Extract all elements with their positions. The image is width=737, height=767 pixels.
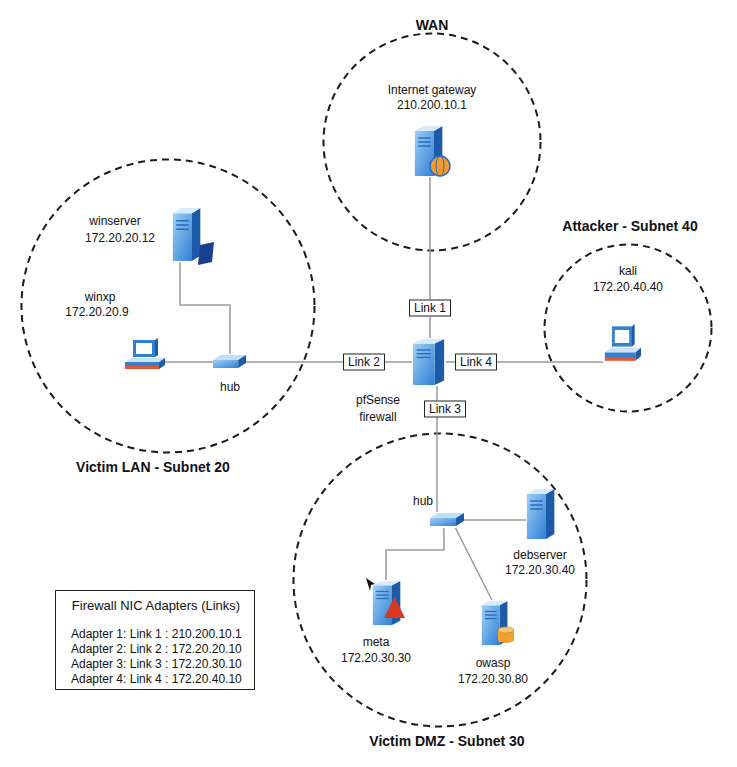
- cursor-arrow: [366, 578, 375, 591]
- node-name: pfSense firewall: [342, 392, 414, 426]
- node-detail: Adapter 3: Link 3 : 172.20.30.10: [71, 657, 251, 671]
- windows-flag: [198, 242, 214, 265]
- globe-meridian: [436, 156, 444, 176]
- node-detail: Adapter 1: Link 1 : 210.200.10.1: [71, 627, 251, 641]
- network-link: [456, 528, 492, 600]
- globe: [430, 156, 450, 176]
- network-link: [446, 361, 603, 363]
- network-link: [180, 262, 230, 354]
- node-name: Victim DMZ - Subnet 30: [337, 733, 557, 750]
- network-link: [165, 361, 213, 363]
- node-name: debserver: [495, 548, 585, 562]
- subnet-boundary: [294, 434, 587, 727]
- network-link: [386, 528, 444, 580]
- node-detail: 172.20.30.30: [331, 651, 421, 665]
- node-name: kali: [583, 264, 673, 278]
- lan-hub-icon: [213, 355, 246, 368]
- node-name: hub: [210, 380, 250, 394]
- adapter-table-box: Firewall NIC Adapters (Links) Adapter 1: …: [55, 590, 255, 690]
- node-detail: 172.20.20.9: [57, 305, 137, 319]
- database-bottom: [498, 637, 514, 643]
- link-label: Link 3: [424, 401, 466, 418]
- subnet-boundary: [324, 34, 541, 251]
- kali-icon: [605, 324, 641, 361]
- subnet-boundary: [545, 245, 712, 412]
- database-top: [498, 627, 514, 633]
- node-name: Victim LAN - Subnet 20: [43, 459, 263, 476]
- winxp-icon: [125, 338, 165, 369]
- subnet-boundary: [22, 160, 315, 453]
- node-name: meta: [331, 635, 421, 649]
- server-tower: [413, 339, 444, 385]
- server-tower: [527, 489, 555, 539]
- firewall-icon: [413, 339, 444, 385]
- node-detail: 172.20.20.12: [75, 231, 165, 245]
- network-link: [429, 177, 431, 338]
- node-name: Internet gateway: [372, 83, 492, 97]
- network-link: [246, 361, 412, 363]
- workstation: [605, 324, 641, 361]
- node-name: owasp: [448, 656, 538, 670]
- meta-icon: [366, 578, 405, 625]
- node-detail: 172.20.30.80: [448, 672, 538, 686]
- node-name: winserver: [70, 214, 160, 228]
- node-detail: Adapter 2: Link 2 : 172.20.20.10: [71, 642, 251, 656]
- dmz-hub-icon: [430, 513, 464, 526]
- node-detail: 210.200.10.1: [372, 98, 492, 112]
- network-link: [436, 386, 438, 512]
- debserver-icon: [527, 489, 555, 539]
- node-detail: Adapter 4: Link 4 : 172.20.40.10: [71, 672, 251, 686]
- warning-triangle: [384, 597, 405, 618]
- node-name: winxp: [60, 290, 140, 304]
- dashed-circle: [20, 158, 316, 454]
- node-name: WAN: [382, 17, 482, 34]
- node-name: Attacker - Subnet 40: [530, 218, 730, 235]
- owasp-icon: [482, 601, 514, 645]
- node-name: Firewall NIC Adapters (Links): [61, 598, 251, 614]
- node-detail: 172.20.30.40: [495, 563, 585, 577]
- gateway-icon: [415, 126, 450, 176]
- hub-symbol: [430, 513, 464, 526]
- hub-symbol: [213, 355, 246, 368]
- dashed-circle: [292, 432, 588, 728]
- workstation: [125, 338, 165, 369]
- winserver-icon: [173, 208, 214, 265]
- subnet-circle: Victim DMZ - Subnet 30hubdebserver172.20…: [292, 432, 588, 728]
- subnet-circle: Victim LAN - Subnet 20winserver172.20.20…: [20, 158, 316, 454]
- node-detail: 172.20.40.40: [583, 280, 673, 294]
- network-link: [464, 519, 526, 521]
- server-tower: [173, 208, 201, 261]
